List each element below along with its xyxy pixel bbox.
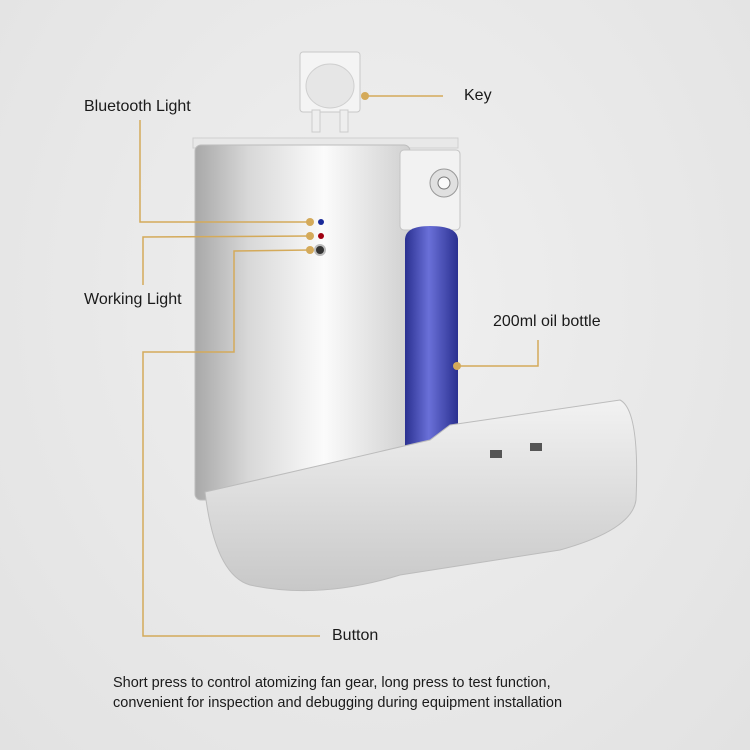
leader-lines [139,95,539,637]
key-part [299,51,361,133]
label-key: Key [464,87,492,104]
leader-dots [306,92,461,370]
label-working-light: Working Light [84,291,182,308]
caption-line-1: Short press to control atomizing fan gea… [113,675,551,691]
label-button: Button [332,627,379,644]
bluetooth-led [318,219,324,225]
caption: Short press to control atomizing fan gea… [113,673,562,713]
bottom-cover [204,399,638,592]
oil-bottle [405,226,458,455]
indicator-leds [314,219,326,256]
caption-line-2: convenient for inspection and debugging … [113,695,563,711]
working-led [318,233,324,239]
button-icon [314,244,326,256]
label-oil-bottle: 200ml oil bottle [493,313,601,330]
label-bluetooth-light: Bluetooth Light [84,98,191,115]
